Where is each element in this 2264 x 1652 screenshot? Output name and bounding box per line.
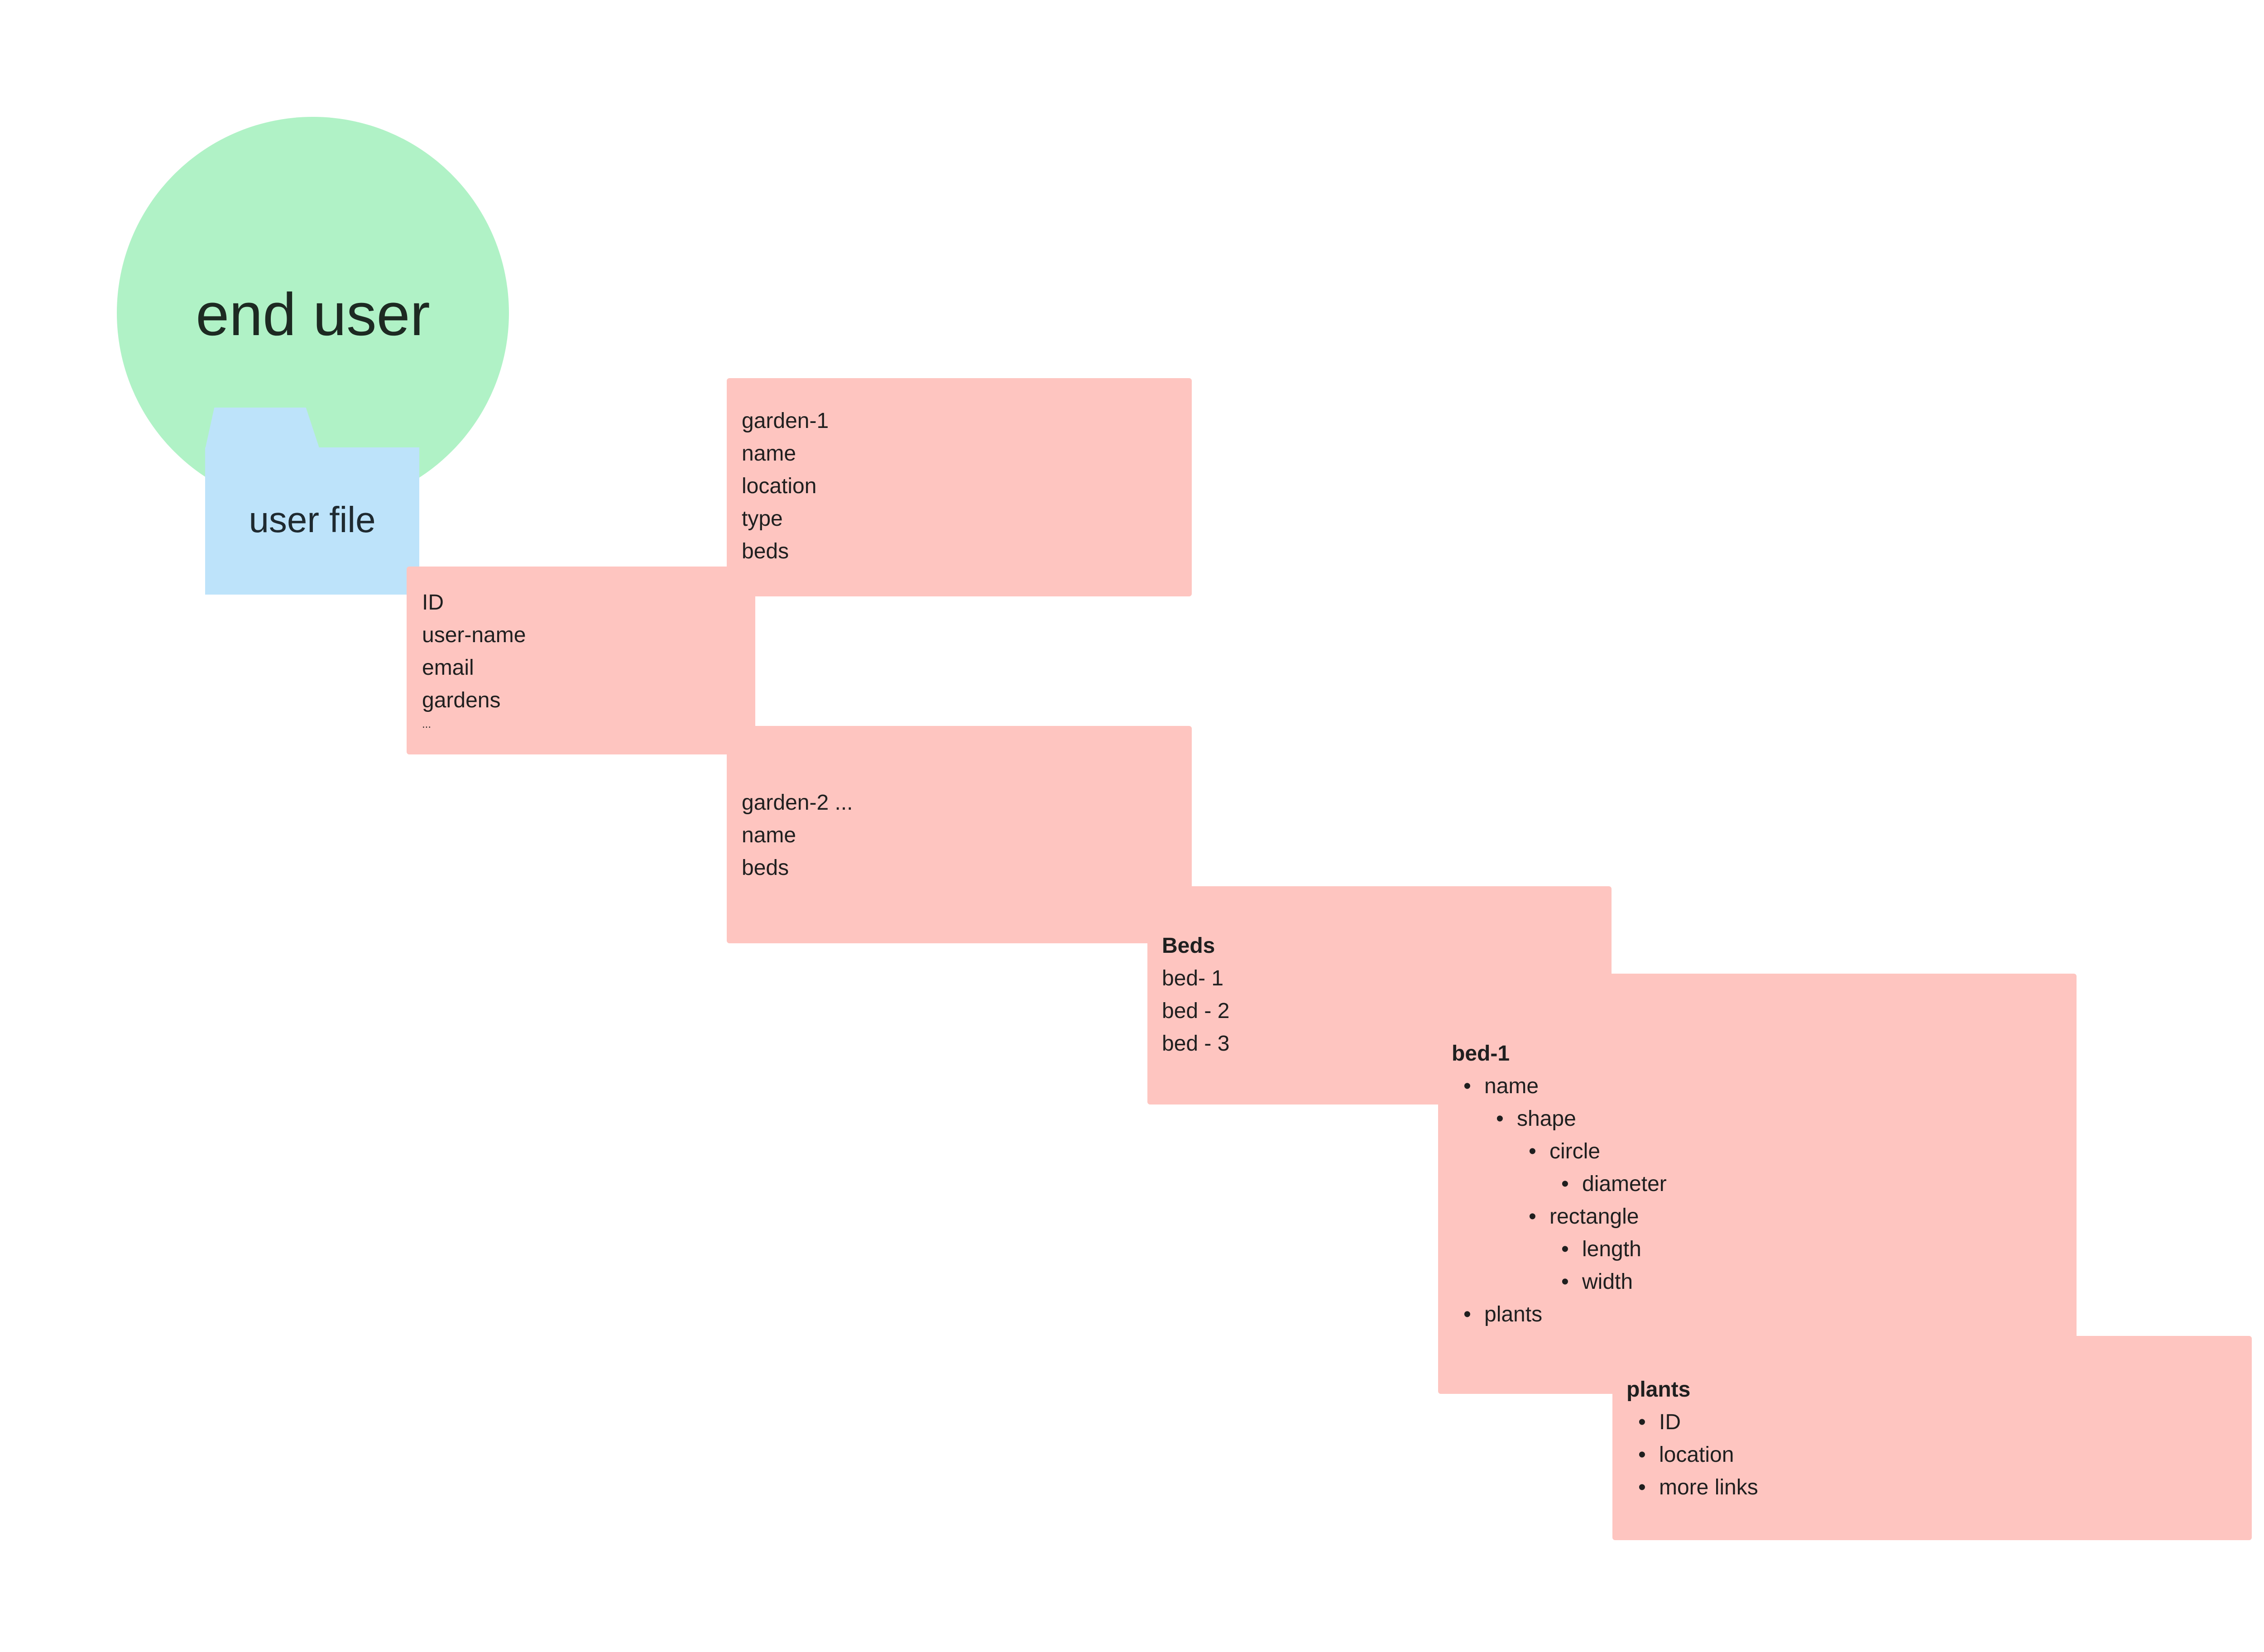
- user-email-field: email: [422, 656, 474, 680]
- garden-1-type: type: [742, 507, 783, 531]
- bullet-icon: •: [1638, 1475, 1646, 1499]
- garden-1-card[interactable]: [727, 378, 1192, 596]
- garden-2-card[interactable]: [727, 726, 1192, 943]
- user-name-field: user-name: [422, 623, 526, 647]
- bed-1-width: width: [1582, 1270, 1633, 1294]
- bullet-icon: •: [1561, 1172, 1569, 1196]
- bed-1-shape: shape: [1517, 1107, 1576, 1131]
- user-gardens-field: gardens: [422, 688, 501, 712]
- garden-1-beds: beds: [742, 539, 789, 563]
- bullet-icon: •: [1463, 1302, 1471, 1326]
- user-file-folder[interactable]: [205, 447, 419, 595]
- user-ellipsis: ...: [422, 718, 432, 730]
- user-record-card[interactable]: [407, 567, 755, 754]
- garden-1-location: location: [742, 474, 817, 498]
- garden-2-title: garden-2 ...: [742, 791, 853, 815]
- bullet-icon: •: [1638, 1410, 1646, 1434]
- bullet-icon: •: [1529, 1205, 1536, 1229]
- garden-2-name: name: [742, 823, 796, 847]
- plants-more-links: more links: [1659, 1475, 1758, 1499]
- bed-1-rectangle: rectangle: [1549, 1205, 1639, 1229]
- bed-1-name: name: [1484, 1074, 1539, 1098]
- bullet-icon: •: [1496, 1107, 1504, 1131]
- plants-title: plants: [1626, 1378, 1691, 1402]
- beds-title: Beds: [1162, 934, 1215, 958]
- bed-3-item: bed - 3: [1162, 1032, 1230, 1056]
- bed-2-item: bed - 2: [1162, 999, 1230, 1023]
- end-user-label: end user: [196, 281, 430, 348]
- bed-1-card[interactable]: [1438, 974, 2077, 1394]
- folder-icon-tab: [205, 408, 320, 449]
- bullet-icon: •: [1529, 1139, 1536, 1163]
- bullet-icon: •: [1561, 1237, 1569, 1261]
- bed-1-plants: plants: [1484, 1302, 1543, 1326]
- bed-1-item: bed- 1: [1162, 966, 1224, 990]
- bullet-icon: •: [1638, 1443, 1646, 1467]
- plants-id: ID: [1659, 1410, 1681, 1434]
- garden-2-beds: beds: [742, 856, 789, 880]
- plants-location: location: [1659, 1443, 1734, 1467]
- bed-1-diameter: diameter: [1582, 1172, 1667, 1196]
- user-file-label: user file: [249, 499, 376, 540]
- bullet-icon: •: [1561, 1270, 1569, 1294]
- bed-1-circle: circle: [1549, 1139, 1601, 1163]
- bed-1-title: bed-1: [1452, 1042, 1510, 1066]
- garden-1-name: name: [742, 442, 796, 466]
- user-id-field: ID: [422, 591, 444, 615]
- plants-card[interactable]: [1612, 1336, 2252, 1540]
- garden-1-title: garden-1: [742, 409, 829, 433]
- bullet-icon: •: [1463, 1074, 1471, 1098]
- bed-1-length: length: [1582, 1237, 1641, 1261]
